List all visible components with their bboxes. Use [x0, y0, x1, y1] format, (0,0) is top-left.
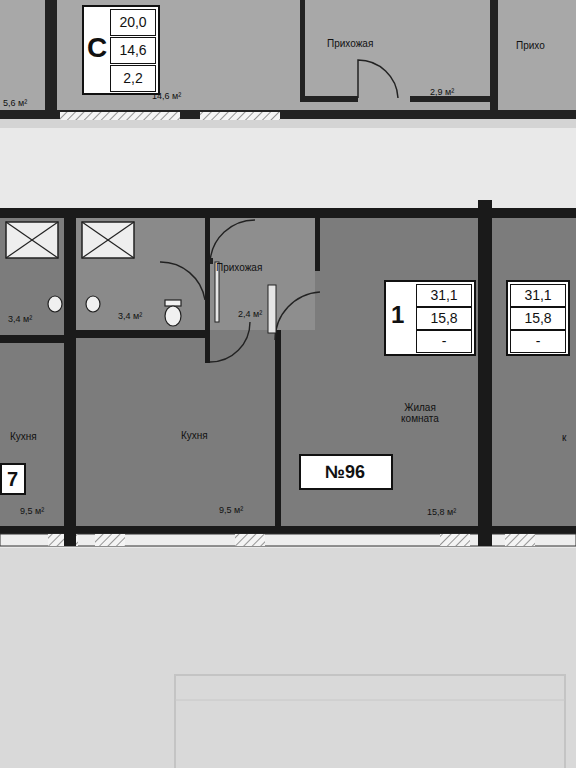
room-label: Прихожая [216, 262, 262, 273]
room-label: 9,5 м² [219, 506, 243, 516]
room-label: Жилая комната [389, 402, 451, 424]
room-label: Прихожая [327, 38, 373, 49]
info-cell: 31,1 [510, 284, 566, 307]
room-label: 2,9 м² [430, 88, 454, 98]
info-box: С20,014,62,2 [82, 5, 160, 95]
room-label: 1 [391, 302, 404, 328]
room-label: Кухня [181, 430, 208, 441]
info-box: 31,115,8- [506, 280, 570, 356]
room-label: С [87, 33, 107, 64]
room-label: 2,4 м² [238, 310, 262, 320]
info-cell: 15,8 [510, 307, 566, 330]
info-box: 7 [0, 463, 26, 495]
info-cell: 14,6 [110, 37, 156, 64]
info-cell: 15,8 [416, 307, 472, 330]
room-label: 15,8 м² [427, 508, 456, 518]
room-label: 9,5 м² [20, 507, 44, 517]
info-cell: - [416, 330, 472, 353]
area-label: 5,6 м² [3, 98, 27, 108]
room-label: 3,4 м² [8, 315, 32, 325]
info-cell: 20,0 [110, 9, 156, 36]
room-area: к 31,115,8- [492, 218, 576, 526]
room-area: Прихо [498, 0, 576, 108]
room-area: Прихожая 2,4 м² [210, 218, 315, 330]
room-label: 3,4 м² [118, 312, 142, 322]
info-cell: 2,2 [110, 65, 156, 92]
room-label: №96 [301, 463, 389, 483]
room-label: к [562, 432, 566, 443]
info-cell: - [510, 330, 566, 353]
room-label: Прихо [516, 40, 545, 51]
info-box: 1 31,115,8- [384, 280, 476, 356]
room-area: 3,4 м² [0, 218, 64, 335]
info-cell: 31,1 [416, 284, 472, 307]
info-box: №96 [299, 454, 393, 490]
room-area: Кухня 9,5 м² [81, 338, 275, 526]
room-area: Жилая комната 15,8 м² 1 31,115,8- №96 [281, 218, 478, 526]
room-area: 3,4 м² [76, 218, 205, 330]
room-area: 14,6 м²С20,014,62,2 [57, 0, 300, 110]
room-area: Прихожая 2,9 м² [305, 0, 490, 108]
room-label: Кухня [10, 431, 37, 442]
room-area: Кухня 9,5 м² 7 [0, 343, 64, 526]
room-label: 7 [7, 468, 18, 490]
